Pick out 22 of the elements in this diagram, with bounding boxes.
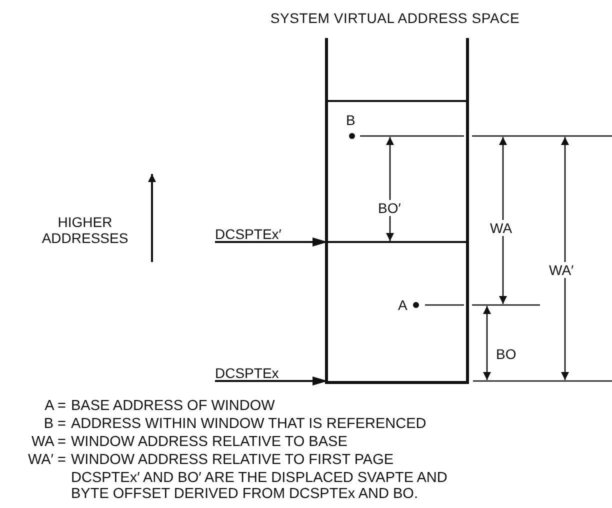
- point-label: A: [398, 297, 408, 313]
- dimension-label: BO: [496, 346, 516, 362]
- legend-term: B =: [42, 416, 66, 432]
- dimension-label: WA′: [549, 262, 574, 278]
- dimension-label: WA: [490, 220, 512, 236]
- legend-note: DCSPTEx′ AND BO′ ARE THE DISPLACED SVAPTE AND BYTE OFFSET DERIVED FROM DCSPTEx AND BO.: [71, 470, 448, 502]
- legend-term: WA′ =: [26, 452, 66, 468]
- address-space-column: [325, 38, 469, 384]
- diagram-title: SYSTEM VIRTUAL ADDRESS SPACE: [269, 10, 521, 26]
- pointer-arrow: [215, 237, 328, 247]
- direction-label: HIGHER ADDRESSES: [40, 214, 130, 246]
- pointer-label: DCSPTEx′: [215, 226, 295, 242]
- legend-definition: BASE ADDRESS OF WINDOW: [71, 398, 276, 414]
- pointer-arrow: [215, 376, 328, 386]
- legend-term: A =: [44, 398, 66, 414]
- dimension-label: BO′: [378, 200, 401, 216]
- legend-definition: WINDOW ADDRESS RELATIVE TO FIRST PAGE: [71, 452, 395, 468]
- legend-definition: WINDOW ADDRESS RELATIVE TO BASE: [71, 434, 348, 450]
- point-label: B: [346, 112, 356, 128]
- legend-term: WA =: [30, 434, 66, 450]
- legend-definition: ADDRESS WITHIN WINDOW THAT IS REFERENCED: [71, 416, 428, 432]
- pointer-label: DCSPTEx: [215, 365, 295, 381]
